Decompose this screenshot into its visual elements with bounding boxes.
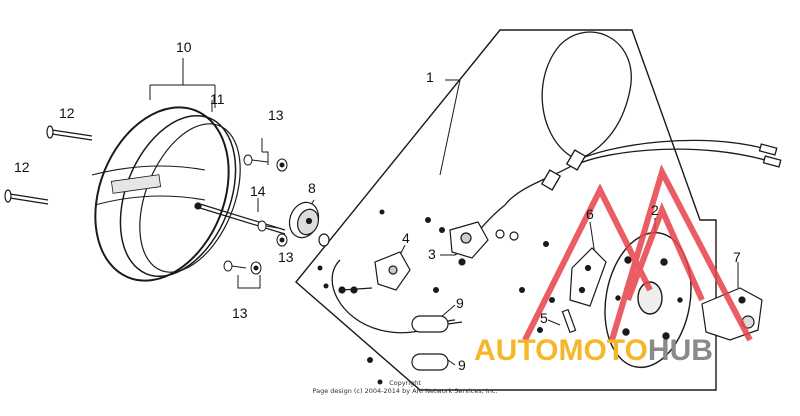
callout-11: 11: [210, 91, 225, 107]
rim-band: [91, 165, 206, 176]
rim-inner: [119, 114, 237, 278]
callout-13-middle: 13: [278, 249, 294, 265]
callout-12-upper: 12: [59, 105, 75, 121]
rim-housing: [91, 106, 241, 282]
stud-14: [194, 202, 286, 235]
rim-band-lower: [94, 195, 206, 206]
rim-outer: [94, 106, 230, 282]
callout-14: 14: [250, 183, 266, 199]
wire-harness: [331, 31, 782, 334]
watermark-brand: AUTOMOTOHUB: [474, 336, 713, 366]
part-3-breaker: [449, 221, 519, 266]
part-8-knob: [288, 201, 330, 247]
fasteners: [317, 209, 555, 385]
copyright-notice: Copyright Page design (c) 2004-2014 by A…: [300, 379, 510, 396]
callout-9-lower: 9: [458, 357, 466, 373]
callout-6: 6: [586, 206, 594, 222]
callout-8: 8: [308, 180, 316, 196]
copyright-line-2: Page design (c) 2004-2014 by ARI Network…: [312, 386, 498, 395]
watermark-moto: MOTO: [558, 334, 648, 367]
callout-1: 1: [426, 69, 434, 85]
part-5-screw: [561, 308, 577, 334]
callout-4: 4: [402, 230, 410, 246]
callout-3: 3: [428, 246, 436, 262]
part-7-bracket: [701, 287, 763, 341]
screw-set-13-lower: [223, 260, 262, 275]
watermark-logo: [522, 164, 753, 342]
callout-10: 10: [176, 39, 192, 55]
callout-7: 7: [733, 249, 741, 265]
part-9-condenser-lower: [411, 353, 449, 371]
rim-label-plate: [110, 174, 162, 194]
assembly-outline: [295, 29, 717, 391]
watermark-hub: HUB: [647, 334, 713, 367]
part-2-base-plate: [604, 231, 692, 369]
callout-13-upper: 13: [268, 107, 284, 123]
callout-9-upper: 9: [456, 295, 464, 311]
bolt-12-lower: [4, 189, 49, 205]
part-4-assembly: [338, 251, 411, 294]
screw-set-13-middle: [257, 220, 288, 247]
callout-2: 2: [651, 202, 659, 218]
screw-set-13-upper: [243, 154, 288, 172]
watermark-auto: AUTO: [474, 334, 559, 367]
callout-5: 5: [540, 310, 548, 326]
bolt-12-upper: [46, 125, 93, 141]
callout-13-lower: 13: [232, 305, 248, 321]
part-6-plate: [569, 247, 607, 307]
copyright-line-1: Copyright: [389, 379, 421, 387]
callout-12-lower: 12: [14, 159, 30, 175]
part-9-condenser-upper: [411, 315, 463, 333]
